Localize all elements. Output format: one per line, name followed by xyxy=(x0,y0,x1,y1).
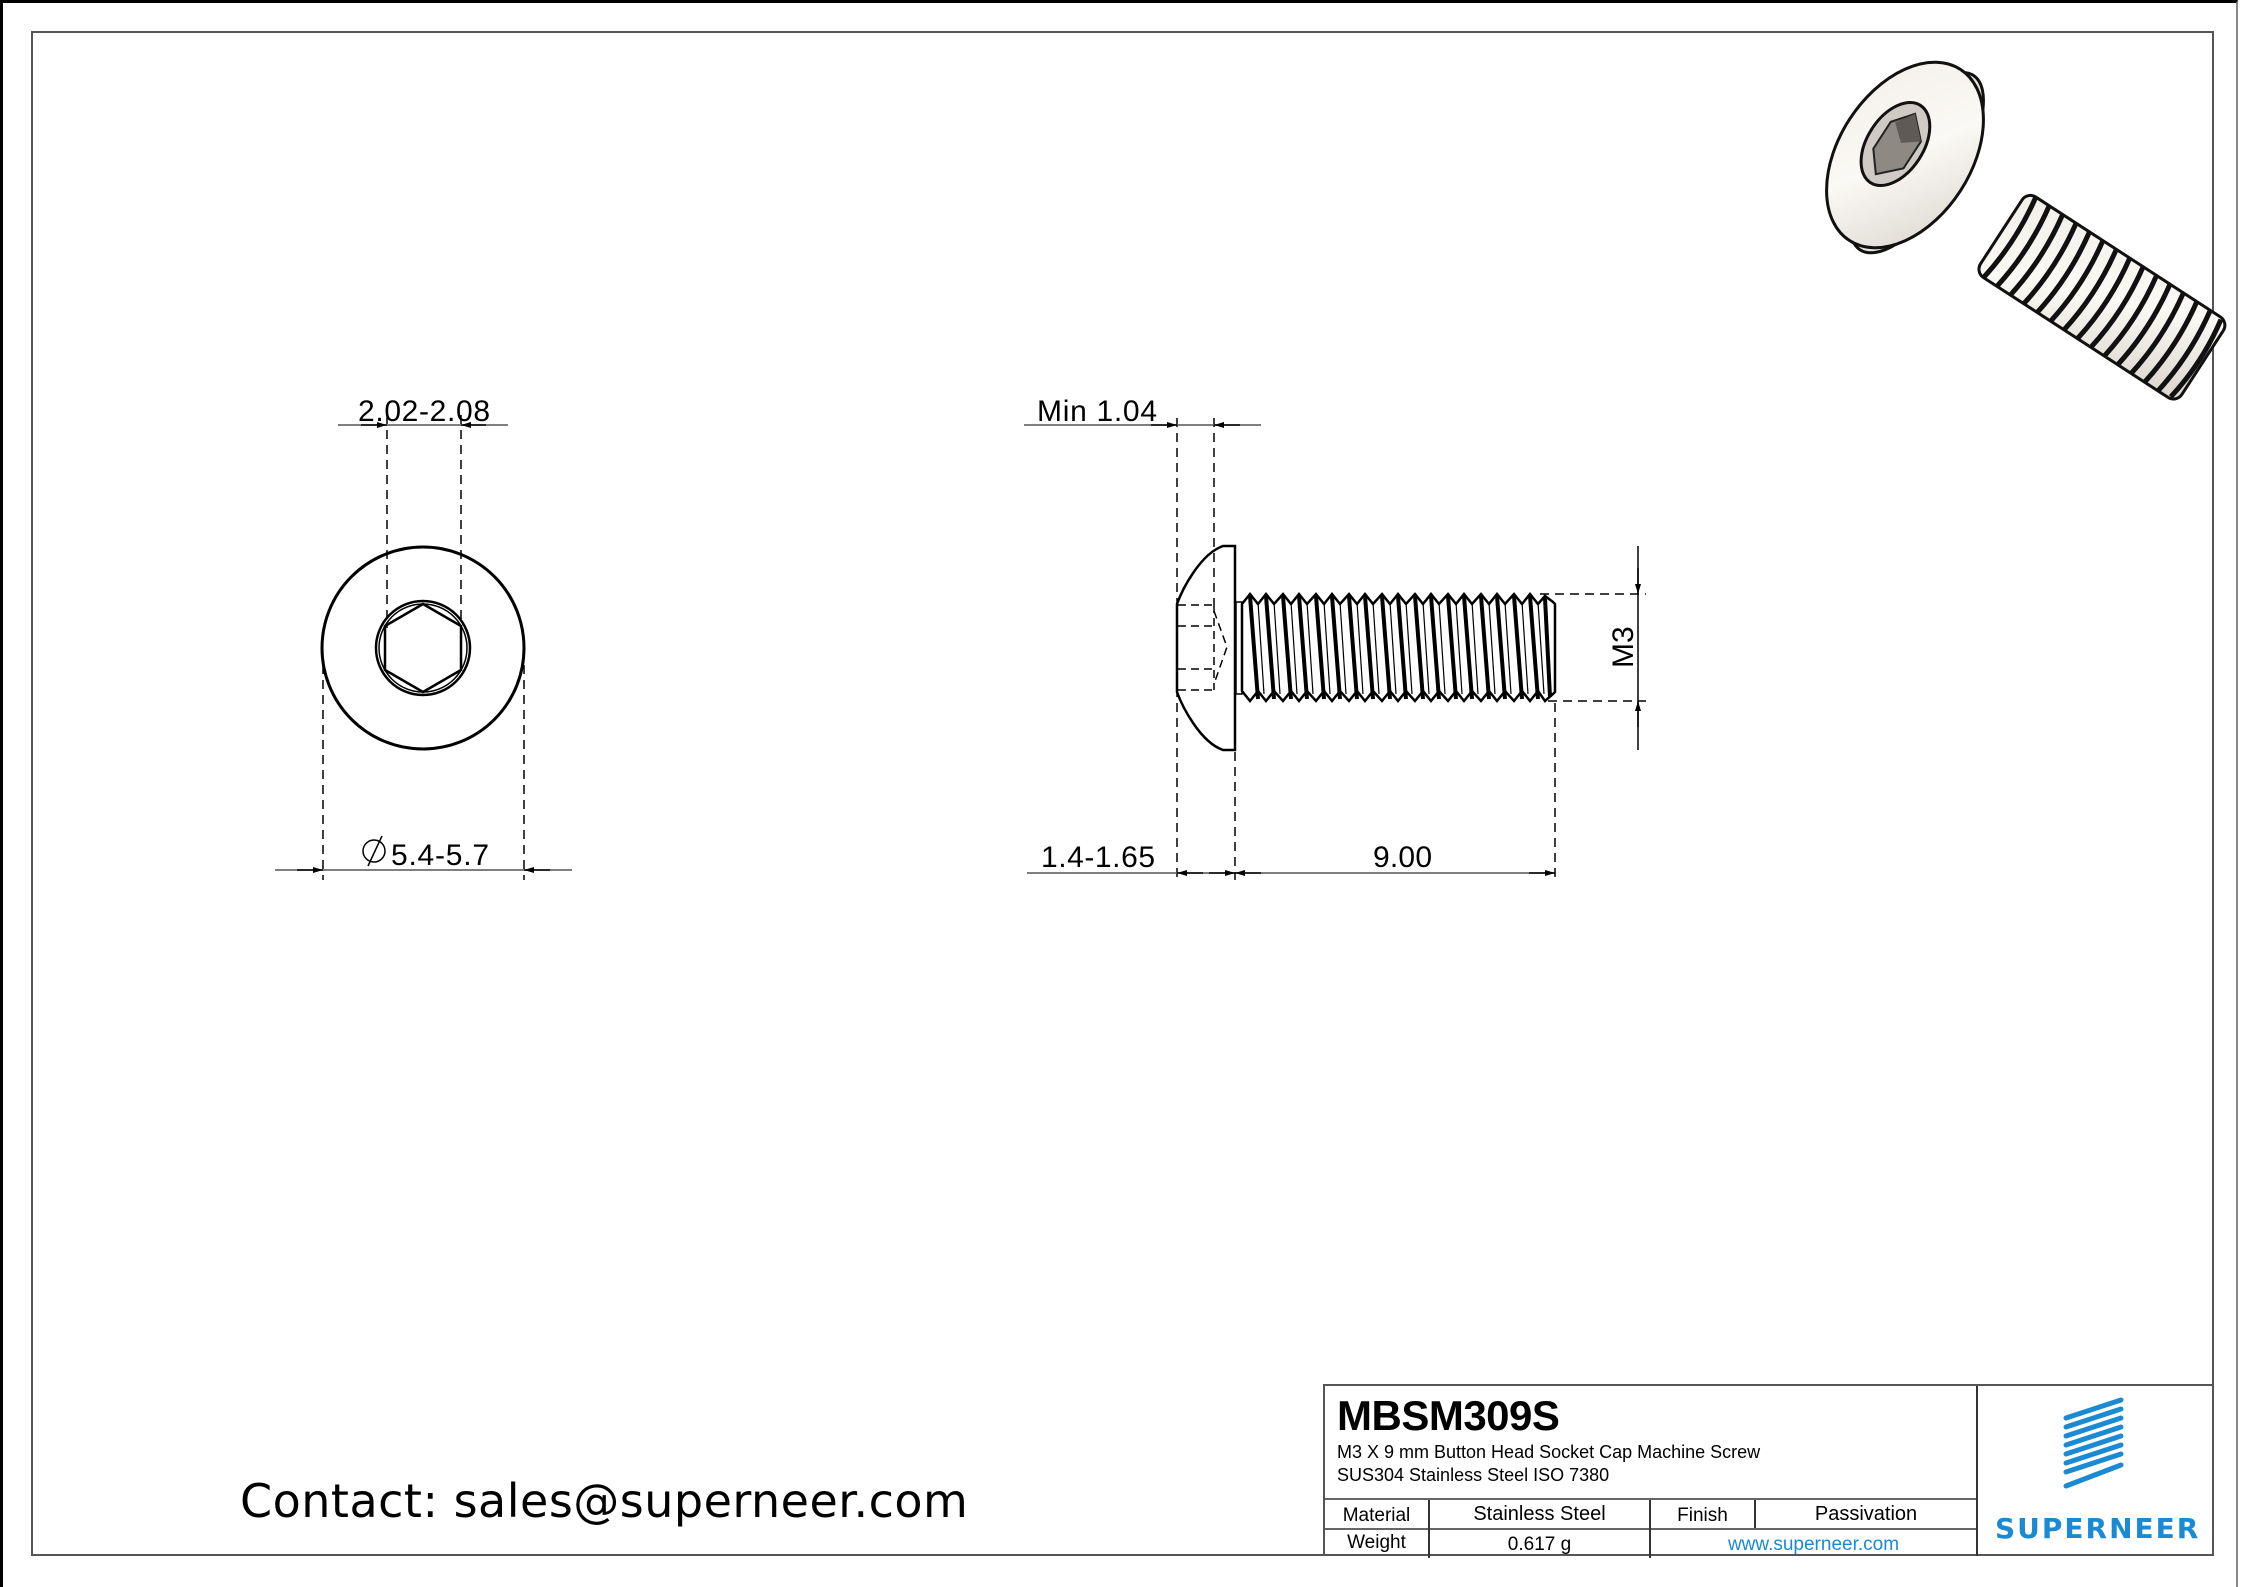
table-column-divider xyxy=(1428,1500,1430,1558)
material-value: Stainless Steel xyxy=(1473,1502,1606,1525)
socket-depth-label: Min 1.04 xyxy=(1037,395,1157,428)
thread-diameter-dimension xyxy=(1540,546,1646,750)
head-height-dimension xyxy=(1027,752,1555,880)
table-column-divider xyxy=(1649,1500,1651,1558)
website-link[interactable]: www.superneer.com xyxy=(1727,1534,1900,1555)
brand-name: SUPERNEER xyxy=(1995,1512,2201,1545)
socket-depth-dimension xyxy=(1024,418,1261,880)
material-label: Material xyxy=(1342,1505,1411,1526)
hex-socket-icon xyxy=(383,602,463,694)
title-block-header: MBSM309S M3 X 9 mm Button Head Socket Ca… xyxy=(1325,1386,1976,1500)
thread-body xyxy=(1235,591,1557,704)
head-diameter-dimension xyxy=(275,665,572,880)
title-block-divider xyxy=(1325,1498,1976,1500)
part-number: MBSM309S xyxy=(1337,1392,1560,1439)
thread-diameter-label: M3 xyxy=(1607,626,1640,668)
side-view: Min 1.04 1.4-1.65 9.00 xyxy=(1024,395,1646,880)
front-view: 2.02-2.08 5.4-5.7 xyxy=(275,395,572,880)
weight-label: Weight xyxy=(1347,1532,1406,1553)
isometric-screw-image xyxy=(1825,60,2227,401)
part-description: M3 X 9 mm Button Head Socket Cap Machine… xyxy=(1337,1442,1761,1462)
finish-label: Finish xyxy=(1677,1505,1728,1526)
drawing-frame xyxy=(31,31,2214,1556)
weight-value: 0.617 g xyxy=(1507,1534,1572,1555)
brand-logo-block: SUPERNEER xyxy=(1976,1386,2216,1556)
length-label: 9.00 xyxy=(1373,841,1432,874)
title-block: MBSM309S M3 X 9 mm Button Head Socket Ca… xyxy=(1323,1384,2216,1558)
head-height-label: 1.4-1.65 xyxy=(1041,841,1155,874)
socket-circle-inner xyxy=(378,603,468,693)
socket-circle-outer xyxy=(374,599,472,697)
contact-email: Contact: sales@superneer.com xyxy=(240,1474,969,1528)
diameter-symbol-icon xyxy=(362,835,386,867)
head-outline xyxy=(320,545,526,751)
finish-value: Passivation xyxy=(1814,1502,1918,1525)
socket-width-label: 2.02-2.08 xyxy=(358,395,490,428)
table-column-divider xyxy=(1754,1500,1756,1528)
part-spec: SUS304 Stainless Steel ISO 7380 xyxy=(1337,1465,1610,1485)
socket-width-dimension xyxy=(338,415,508,628)
superneer-logo-icon xyxy=(2063,1397,2124,1489)
hidden-socket-lines xyxy=(1178,604,1228,691)
head-diameter-label: 5.4-5.7 xyxy=(391,839,489,872)
length-dimension xyxy=(1235,703,1556,880)
